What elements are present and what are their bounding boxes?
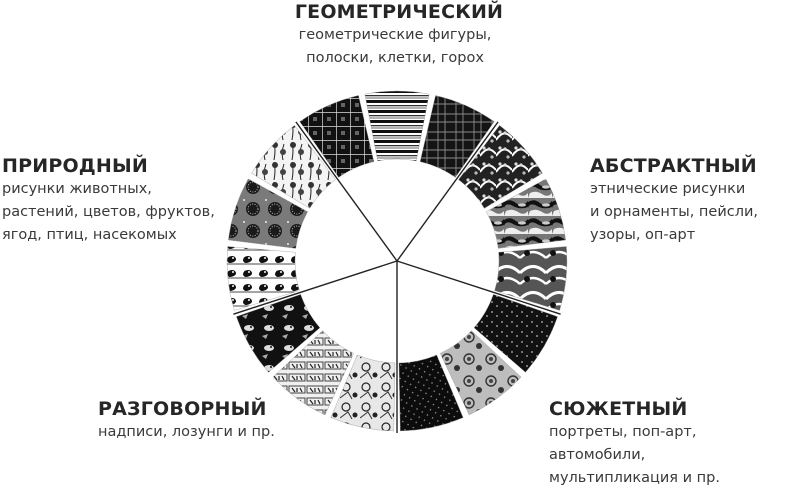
category-description-line: полоски, клетки, горох bbox=[306, 50, 484, 66]
pattern-wheel bbox=[226, 90, 568, 433]
category-conversational: РАЗГОВОРНЫЙ надписи, лозунги и пр. bbox=[98, 397, 275, 444]
category-description-line: надписи, лозунги и пр. bbox=[98, 424, 275, 440]
pattern-segment-camouflage bbox=[486, 178, 566, 249]
pattern-segment-grid-squares bbox=[299, 95, 375, 178]
category-divider-line bbox=[233, 260, 398, 315]
pattern-segment-lettering bbox=[272, 330, 354, 416]
pattern-segments bbox=[226, 90, 568, 432]
category-dividers bbox=[233, 121, 561, 433]
pattern-segment-dragonflies-dots bbox=[473, 294, 558, 373]
category-description-line: рисунки животных, bbox=[2, 181, 152, 197]
pattern-segment-op-art-swirls bbox=[494, 246, 568, 311]
category-narrative: СЮЖЕТНЫЙ портреты, поп-арт, автомобили, … bbox=[549, 397, 790, 490]
pattern-segment-dotted-dark bbox=[398, 354, 464, 432]
category-description-line: ягод, птиц, насекомых bbox=[2, 227, 177, 243]
category-description-line: геометрические фигуры, bbox=[298, 27, 492, 43]
pattern-segment-plaid bbox=[419, 95, 495, 178]
category-description-line: узоры, оп-арт bbox=[590, 227, 696, 243]
pattern-segment-floral-branches bbox=[251, 125, 336, 209]
category-description-line: портреты, поп-арт, автомобили, bbox=[549, 424, 697, 463]
category-title: ГЕОМЕТРИЧЕСКИЙ bbox=[294, 1, 504, 23]
pattern-segment-ethnic-dots bbox=[458, 125, 543, 209]
category-geometric: ГЕОМЕТРИЧЕСКИЙ геометрические фигуры, по… bbox=[0, 0, 790, 70]
category-description-line: растений, цветов, фруктов, bbox=[2, 204, 215, 220]
category-description-line: этнические рисунки bbox=[590, 181, 746, 197]
category-title: РАЗГОВОРНЫЙ bbox=[98, 398, 267, 420]
category-description-line: мультипликация и пр. bbox=[549, 470, 720, 486]
category-natural: ПРИРОДНЫЙ рисунки животных, растений, цв… bbox=[2, 154, 215, 247]
category-title: СЮЖЕТНЫЙ bbox=[549, 398, 688, 420]
pattern-segment-birds-ducks bbox=[226, 246, 300, 311]
pattern-segment-doodles bbox=[330, 354, 396, 432]
category-title: АБСТРАКТНЫЙ bbox=[590, 155, 757, 177]
category-abstract: АБСТРАКТНЫЙ этнические рисунки и орнамен… bbox=[590, 154, 758, 247]
pattern-segment-flowers-grey bbox=[228, 178, 308, 249]
category-divider-line bbox=[295, 121, 398, 262]
pattern-segment-circles bbox=[440, 330, 522, 416]
category-divider-line bbox=[396, 121, 499, 262]
category-description-line: и орнаменты, пейсли, bbox=[590, 204, 759, 220]
pattern-segment-cartoon-fish bbox=[236, 294, 321, 373]
pattern-segment-horizontal-stripes bbox=[364, 90, 430, 162]
category-divider-line bbox=[396, 260, 561, 315]
category-title: ПРИРОДНЫЙ bbox=[2, 155, 149, 177]
